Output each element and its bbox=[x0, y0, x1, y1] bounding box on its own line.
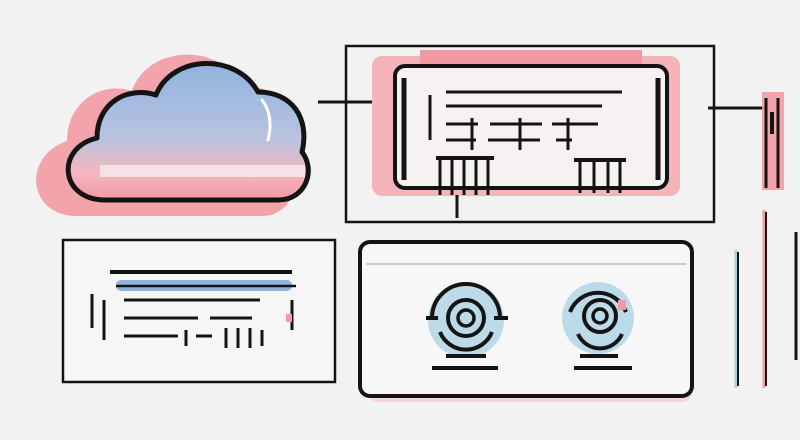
cable-connector-icon bbox=[734, 92, 798, 388]
cloud-highlight bbox=[100, 165, 305, 177]
gears-panel-frame bbox=[358, 240, 694, 398]
server-outer-frame bbox=[344, 44, 716, 224]
server-screen bbox=[393, 64, 669, 190]
connector-pins-left bbox=[436, 156, 494, 218]
text-card-frame bbox=[61, 238, 337, 384]
server-top-band bbox=[420, 50, 642, 66]
cloud-inner-stroke bbox=[260, 98, 272, 142]
cloud-outline bbox=[65, 61, 311, 203]
server-rack-icon bbox=[344, 44, 716, 224]
document-lines-icon bbox=[61, 238, 337, 384]
gear-icon bbox=[562, 282, 634, 370]
cloud-icon bbox=[36, 54, 311, 216]
gear-icon bbox=[426, 282, 508, 370]
connector-pins-right bbox=[574, 158, 626, 193]
gears-panel bbox=[358, 240, 694, 402]
cloud-body bbox=[68, 63, 309, 200]
